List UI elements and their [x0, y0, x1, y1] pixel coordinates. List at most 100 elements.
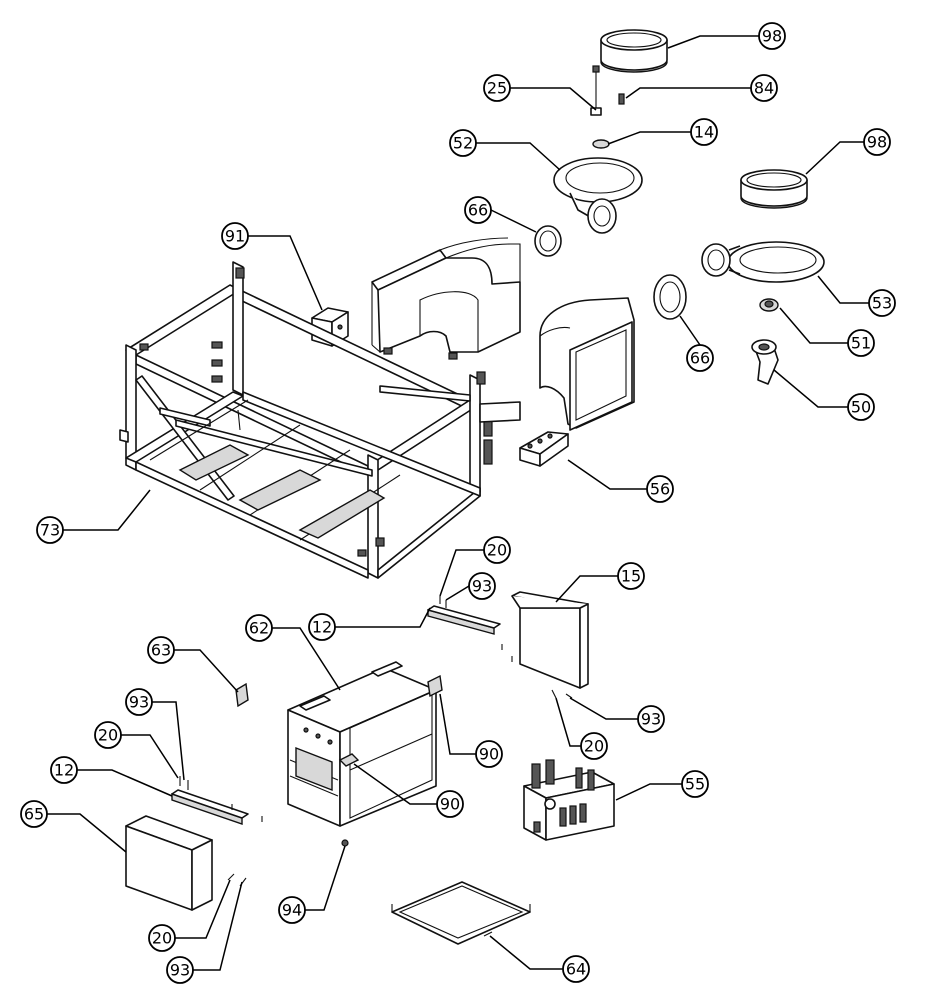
svg-text:98: 98	[762, 27, 782, 46]
part-20-93-screws-upper	[439, 596, 513, 662]
part-20-93-screws-lower-left	[179, 776, 263, 822]
svg-text:20: 20	[487, 541, 507, 560]
callout-62: 62	[245, 614, 273, 642]
svg-text:12: 12	[312, 618, 332, 637]
svg-text:63: 63	[151, 641, 171, 660]
callout-84: 84	[750, 74, 778, 102]
part-12-rail-lower	[171, 789, 249, 825]
part-12-rail-upper	[427, 605, 501, 635]
part-20-93-screws-bottom	[227, 873, 247, 887]
leader-98b	[805, 141, 864, 175]
leader-93a	[445, 585, 470, 601]
part-50-motor	[751, 339, 779, 385]
svg-text:73: 73	[40, 521, 60, 540]
callout-50: 50	[847, 393, 875, 421]
leader-93c	[569, 697, 638, 720]
svg-text:14: 14	[694, 123, 714, 142]
leader-lines	[47, 35, 869, 971]
part-duct-elbow-upper	[371, 237, 521, 360]
svg-text:94: 94	[282, 901, 302, 920]
parts-layer	[119, 29, 825, 945]
svg-text:25: 25	[487, 79, 507, 98]
callout-98-right: 98	[863, 128, 891, 156]
part-15-panel	[511, 591, 589, 689]
callout-93-bottom: 93	[166, 956, 194, 984]
callout-12-upper: 12	[308, 613, 336, 641]
part-98-ring-right	[740, 169, 808, 209]
part-98-ring-top	[600, 29, 668, 73]
part-90-bracket-upper	[427, 674, 443, 698]
part-64-tray	[391, 881, 531, 945]
svg-text:84: 84	[754, 79, 774, 98]
part-63-plate	[235, 682, 249, 708]
callout-20-left: 20	[94, 721, 122, 749]
leader-51	[779, 307, 848, 344]
svg-text:20: 20	[98, 726, 118, 745]
callout-55: 55	[681, 770, 709, 798]
callout-12-lower: 12	[50, 756, 78, 784]
callout-90-upper: 90	[475, 740, 503, 768]
svg-text:65: 65	[24, 805, 44, 824]
svg-text:15: 15	[621, 567, 641, 586]
svg-text:64: 64	[566, 960, 586, 979]
part-66-gasket-right	[653, 274, 687, 320]
callout-14: 14	[690, 118, 718, 146]
leader-73	[63, 489, 151, 531]
leader-62	[272, 627, 341, 691]
svg-text:50: 50	[851, 398, 871, 417]
svg-text:93: 93	[129, 693, 149, 712]
part-56-terminal-block	[519, 431, 569, 467]
callout-56: 56	[646, 475, 674, 503]
leader-20d	[175, 879, 231, 939]
callout-53: 53	[868, 289, 896, 317]
part-53-blower-housing	[701, 241, 825, 283]
callout-66-right: 66	[686, 344, 714, 372]
part-51-disc	[759, 298, 779, 312]
leader-65	[47, 813, 127, 853]
part-73-frame	[119, 261, 521, 579]
leader-50	[773, 369, 848, 408]
callout-65: 65	[20, 800, 48, 828]
svg-text:20: 20	[152, 929, 172, 948]
callout-73: 73	[36, 516, 64, 544]
callout-66-upper: 66	[464, 196, 492, 224]
callout-93-left: 93	[125, 688, 153, 716]
svg-text:66: 66	[468, 201, 488, 220]
leader-93b	[152, 701, 185, 781]
svg-text:93: 93	[641, 710, 661, 729]
leader-90a	[439, 693, 476, 755]
part-84-clip	[618, 93, 625, 105]
callout-20-upper: 20	[483, 536, 511, 564]
leader-12a	[335, 607, 431, 628]
callout-98-top: 98	[758, 22, 786, 50]
svg-text:91: 91	[225, 227, 245, 246]
leader-91	[248, 235, 323, 311]
leader-25	[510, 87, 597, 111]
leader-64	[489, 935, 563, 970]
svg-text:90: 90	[479, 745, 499, 764]
part-90-bracket-lower	[338, 753, 360, 767]
part-52-blower-housing	[553, 157, 643, 234]
callout-25: 25	[483, 74, 511, 102]
callout-93-right: 93	[637, 705, 665, 733]
part-94-screw	[341, 839, 349, 847]
svg-text:55: 55	[685, 775, 705, 794]
callout-20-right: 20	[580, 732, 608, 760]
svg-text:90: 90	[440, 795, 460, 814]
part-14-nut	[592, 139, 610, 149]
leader-14	[607, 131, 691, 145]
callout-93-upper: 93	[468, 572, 496, 600]
callout-20-bottom: 20	[148, 924, 176, 952]
leader-93d	[193, 881, 243, 971]
leader-66a	[490, 209, 537, 233]
svg-text:98: 98	[867, 133, 887, 152]
leader-53	[817, 275, 869, 304]
leader-12b	[77, 769, 173, 797]
callout-63: 63	[147, 636, 175, 664]
callout-94: 94	[278, 896, 306, 924]
callout-90-lower: 90	[436, 790, 464, 818]
part-65-cover-box	[125, 815, 213, 911]
callout-64: 64	[562, 955, 590, 983]
callout-91: 91	[221, 222, 249, 250]
